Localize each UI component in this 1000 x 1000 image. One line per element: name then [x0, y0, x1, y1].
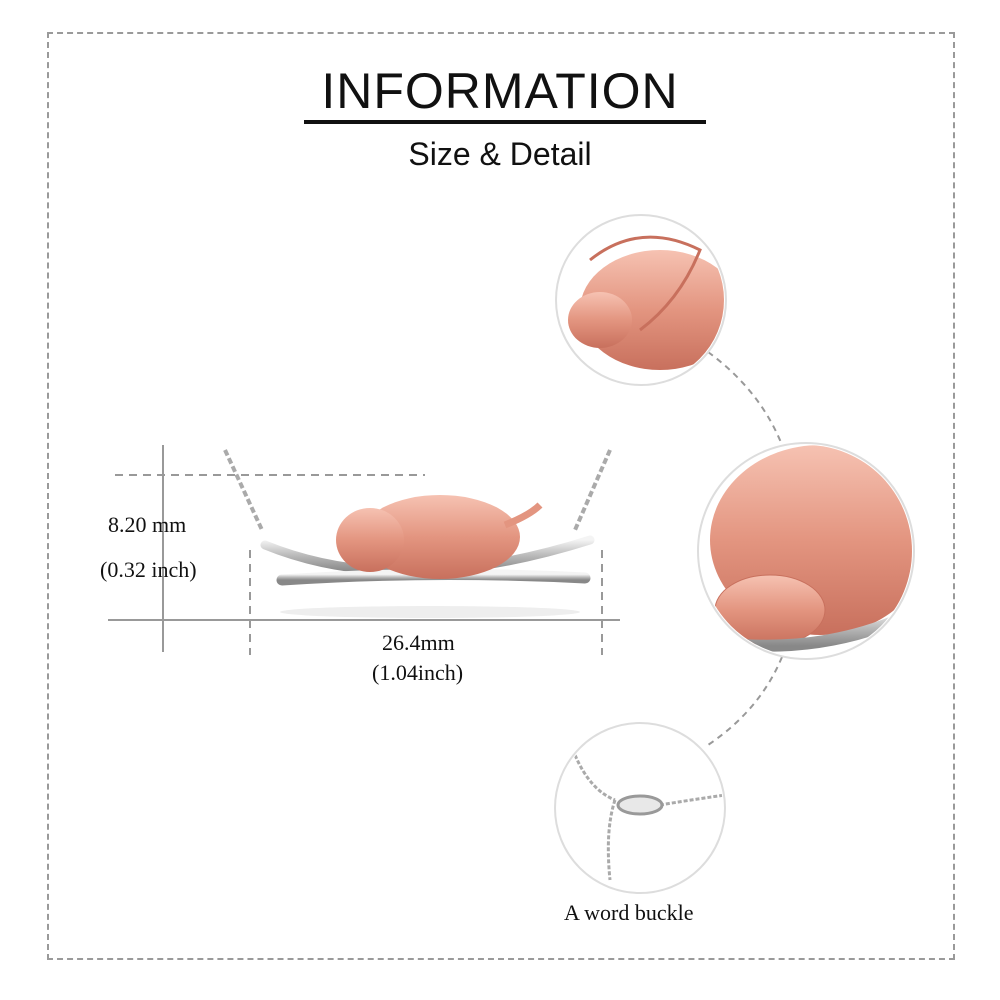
- cow-pendant: [223, 449, 612, 618]
- detail-circle-buckle: [554, 722, 726, 894]
- height-inch-label: (0.32 inch): [100, 557, 197, 582]
- dimension-guides: [108, 445, 620, 655]
- page-title: INFORMATION: [321, 63, 679, 119]
- width-inch-label: (1.04inch): [372, 660, 464, 685]
- title-underline: [304, 120, 706, 124]
- buckle-caption: A word buckle: [564, 900, 694, 925]
- detail-circle-head: [555, 214, 727, 386]
- detail-circle-body: [697, 442, 915, 660]
- connector-line: [707, 351, 783, 746]
- dashed-frame: [47, 32, 955, 960]
- height-mm-label: 8.20 mm: [108, 512, 187, 537]
- width-mm-label: 26.4mm: [382, 630, 455, 655]
- page-subtitle: Size & Detail: [408, 136, 592, 172]
